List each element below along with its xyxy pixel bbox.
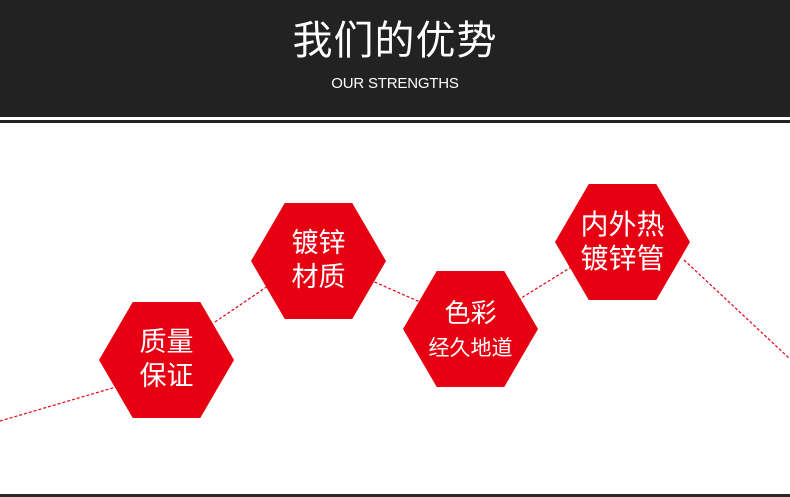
page-subtitle: OUR STRENGTHS <box>331 75 459 92</box>
connector-line <box>683 259 790 360</box>
footer-divider <box>0 494 790 497</box>
connector-line <box>517 265 574 301</box>
connector-line <box>369 279 421 303</box>
header-divider <box>0 120 790 123</box>
strength-hexagon-quality: 质量 保证 <box>99 302 234 418</box>
strength-label: 保证 <box>139 361 194 392</box>
strength-label: 内外热 <box>580 208 665 241</box>
strength-label: 镀锌 <box>291 228 346 259</box>
connector-line <box>0 386 117 422</box>
connector-line <box>214 285 269 323</box>
strength-label: 镀锌管 <box>580 242 665 275</box>
strength-label: 材质 <box>291 262 346 293</box>
header-banner: 我们的优势 OUR STRENGTHS <box>0 0 790 117</box>
strength-label: 色彩 <box>444 299 497 329</box>
strength-label: 经久地道 <box>428 336 513 360</box>
page-title: 我们的优势 <box>292 18 498 64</box>
strength-label: 质量 <box>139 327 194 358</box>
strength-hexagon-color: 色彩 经久地道 <box>403 271 538 387</box>
